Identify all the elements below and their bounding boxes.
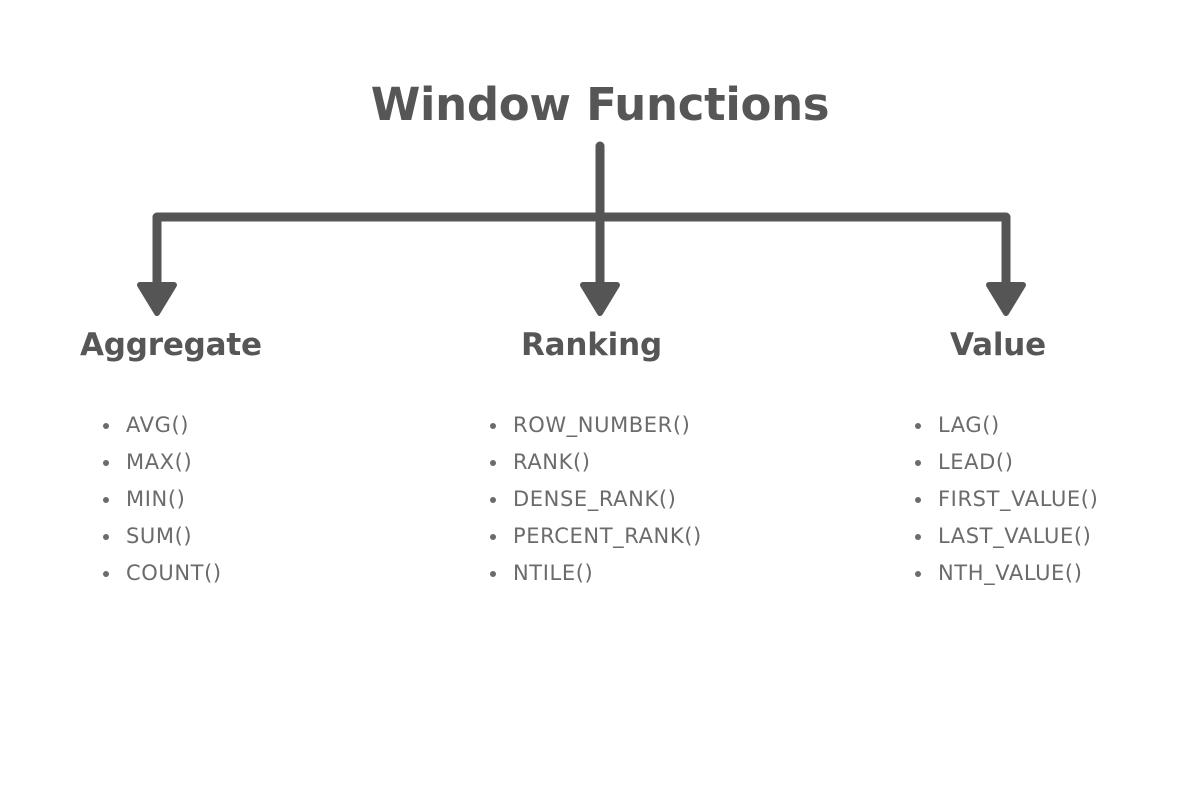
- list-item: RANK(): [490, 444, 702, 481]
- list-item-label: LAG(): [938, 413, 1000, 437]
- function-list-aggregate: AVG() MAX() MIN() SUM() COUNT(): [103, 407, 262, 592]
- bullet-icon: [490, 496, 496, 503]
- list-item: DENSE_RANK(): [490, 481, 702, 518]
- list-item-label: RANK(): [513, 450, 591, 474]
- list-item-label: DENSE_RANK(): [513, 487, 677, 511]
- list-item: NTH_VALUE(): [915, 555, 1098, 592]
- list-item: MAX(): [103, 444, 262, 481]
- bullet-icon: [915, 459, 921, 466]
- bullet-icon: [490, 422, 496, 429]
- branch-aggregate: Aggregate AVG() MAX() MIN() SUM() COUNT(…: [80, 330, 262, 592]
- list-item-label: ROW_NUMBER(): [513, 413, 691, 437]
- branch-ranking: Ranking ROW_NUMBER() RANK() DENSE_RANK()…: [490, 327, 702, 592]
- list-item: PERCENT_RANK(): [490, 518, 702, 555]
- list-item: LAST_VALUE(): [915, 518, 1098, 555]
- bullet-icon: [490, 533, 496, 540]
- function-list-value: LAG() LEAD() FIRST_VALUE() LAST_VALUE() …: [915, 407, 1098, 592]
- list-item: LEAD(): [915, 444, 1098, 481]
- list-item-label: SUM(): [126, 524, 193, 548]
- list-item-label: LEAD(): [938, 450, 1014, 474]
- list-item-label: FIRST_VALUE(): [938, 487, 1099, 511]
- branch-heading-value: Value: [950, 327, 1046, 363]
- list-item: COUNT(): [103, 555, 262, 592]
- list-item: LAG(): [915, 407, 1098, 444]
- bullet-icon: [490, 570, 496, 577]
- arrow-to-ranking: [580, 282, 620, 316]
- list-item-label: NTH_VALUE(): [938, 561, 1083, 585]
- arrow-to-aggregate: [137, 282, 177, 316]
- page-title: Window Functions: [370, 78, 830, 131]
- bullet-icon: [915, 570, 921, 577]
- list-item: ROW_NUMBER(): [490, 407, 702, 444]
- list-item-label: MAX(): [126, 450, 193, 474]
- list-item: AVG(): [103, 407, 262, 444]
- bullet-icon: [103, 422, 109, 429]
- bullet-icon: [103, 459, 109, 466]
- bullet-icon: [103, 496, 109, 503]
- bullet-icon: [103, 570, 109, 577]
- function-list-ranking: ROW_NUMBER() RANK() DENSE_RANK() PERCENT…: [490, 407, 702, 592]
- list-item: MIN(): [103, 481, 262, 518]
- bullet-icon: [103, 533, 109, 540]
- list-item-label: AVG(): [126, 413, 190, 437]
- list-item-label: MIN(): [126, 487, 186, 511]
- bullet-icon: [915, 422, 921, 429]
- bullet-icon: [915, 533, 921, 540]
- list-item-label: COUNT(): [126, 561, 222, 585]
- list-item: SUM(): [103, 518, 262, 555]
- list-item: FIRST_VALUE(): [915, 481, 1098, 518]
- bullet-icon: [490, 459, 496, 466]
- bullet-icon: [915, 496, 921, 503]
- list-item-label: NTILE(): [513, 561, 594, 585]
- branch-heading-ranking: Ranking: [521, 327, 662, 363]
- arrow-to-value: [986, 282, 1026, 316]
- list-item: NTILE(): [490, 555, 702, 592]
- branch-heading-aggregate: Aggregate: [80, 327, 262, 363]
- list-item-label: LAST_VALUE(): [938, 524, 1092, 548]
- branch-value: Value LAG() LEAD() FIRST_VALUE() LAST_VA…: [915, 327, 1098, 592]
- list-item-label: PERCENT_RANK(): [513, 524, 702, 548]
